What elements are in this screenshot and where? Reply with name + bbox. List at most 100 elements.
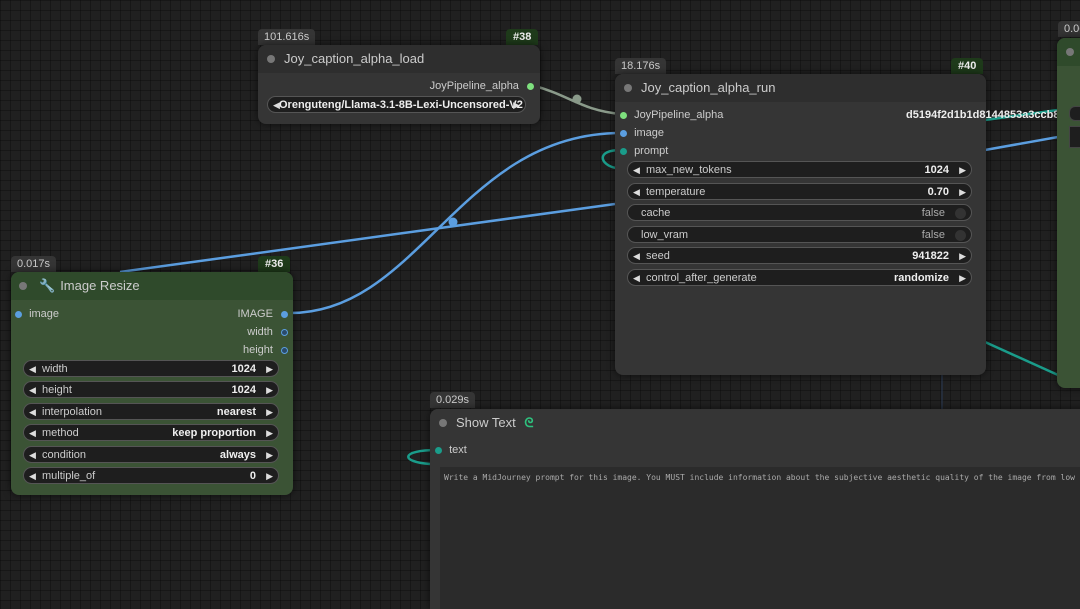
joy-caption-run-node[interactable]: Joy_caption_alpha_run JoyPipeline_alpha … [615, 74, 1080, 375]
output-slot-icon[interactable] [281, 310, 288, 318]
arrow-right-icon[interactable]: ▶ [513, 100, 520, 110]
widget-value: 1024 [231, 363, 256, 375]
arrow-right-icon[interactable]: ▶ [959, 187, 966, 197]
arrow-right-icon[interactable]: ▶ [266, 364, 273, 374]
node-title: Show Text [456, 415, 516, 430]
wrench-icon: 🔧 [39, 278, 56, 293]
node-title-bar[interactable]: Joy_caption_alpha_load [258, 45, 540, 73]
toggle-knob-icon[interactable] [955, 230, 966, 241]
node-title-bar[interactable]: 🔧 Image Resize [11, 272, 293, 300]
collapse-dot-icon[interactable] [1066, 48, 1074, 56]
input-label: image [29, 308, 60, 320]
model-select[interactable]: ◀ Orenguteng/Llama-3.1-8B-Lexi-Uncensore… [267, 96, 526, 113]
node-title-bar[interactable]: Show Text ᘓ [430, 409, 1080, 437]
multiple-of-widget[interactable]: ◀ multiple_of 0 ▶ [23, 467, 279, 484]
temperature-widget[interactable]: ◀ temperature 0.70 ▶ [627, 183, 972, 200]
arrow-right-icon[interactable]: ▶ [266, 428, 273, 438]
input-slot-icon[interactable] [620, 111, 627, 119]
output-label: height [242, 344, 273, 356]
collapse-dot-icon[interactable] [624, 84, 632, 92]
input-slot-icon[interactable] [620, 147, 627, 155]
arrow-left-icon[interactable]: ◀ [633, 273, 640, 283]
arrow-right-icon[interactable]: ▶ [959, 251, 966, 261]
seed-widget[interactable]: ◀ seed 941822 ▶ [627, 247, 972, 264]
max-new-tokens-widget[interactable]: ◀ max_new_tokens 1024 ▶ [627, 161, 972, 178]
arrow-right-icon[interactable]: ▶ [959, 273, 966, 283]
output-slot-icon[interactable] [281, 328, 288, 336]
collapse-dot-icon[interactable] [439, 419, 447, 427]
arrow-left-icon[interactable]: ◀ [29, 407, 36, 417]
widget-value: keep proportion [172, 427, 256, 439]
node-timing: 0.029s [430, 392, 476, 408]
arrow-right-icon[interactable]: ▶ [266, 450, 273, 460]
arrow-left-icon[interactable]: ◀ [633, 187, 640, 197]
arrow-left-icon[interactable]: ◀ [29, 364, 36, 374]
arrow-left-icon[interactable]: ◀ [633, 251, 640, 261]
partial-offscreen-node[interactable] [1057, 38, 1080, 388]
collapse-dot-icon[interactable] [19, 282, 27, 290]
condition-widget[interactable]: ◀ condition always ▶ [23, 446, 279, 463]
output-height[interactable]: height [243, 342, 288, 358]
input-slot-icon[interactable] [15, 310, 22, 318]
cache-toggle[interactable]: cache false [627, 204, 972, 221]
joy-caption-load-node[interactable]: Joy_caption_alpha_load JoyPipeline_alpha… [258, 45, 540, 124]
input-joypipeline[interactable]: JoyPipeline_alpha [620, 107, 723, 123]
widget-value: 1024 [924, 164, 949, 176]
input-prompt[interactable]: prompt [620, 143, 668, 159]
arrow-right-icon[interactable]: ▶ [266, 385, 273, 395]
widget-value: nearest [216, 406, 256, 418]
input-label: image [634, 127, 665, 139]
partial-textbox[interactable] [1069, 126, 1080, 148]
node-title: Joy_caption_alpha_load [284, 51, 425, 66]
show-text-node[interactable]: Show Text ᘓ text Write a MidJourney prom… [430, 409, 1080, 609]
widget-label: method [42, 427, 79, 439]
arrow-right-icon[interactable]: ▶ [266, 407, 273, 417]
width-widget[interactable]: ◀ width 1024 ▶ [23, 360, 279, 377]
arrow-left-icon[interactable]: ◀ [29, 450, 36, 460]
output-slot-icon[interactable] [527, 82, 534, 90]
node-id-badge: #40 [951, 58, 984, 74]
output-slot-icon[interactable] [281, 346, 288, 354]
widget-value: randomize [893, 272, 949, 284]
input-image[interactable]: image [620, 125, 664, 141]
input-label: JoyPipeline_alpha [634, 109, 724, 121]
widget-label: cache [641, 207, 671, 219]
node-title-bar[interactable]: Joy_caption_alpha_run [615, 74, 986, 102]
wire-teal-output [984, 340, 1059, 377]
arrow-left-icon[interactable]: ◀ [633, 165, 640, 175]
node-timing: 101.616s [258, 29, 316, 45]
output-image[interactable]: IMAGE [237, 306, 288, 322]
toggle-knob-icon[interactable] [955, 208, 966, 219]
widget-label: width [42, 363, 68, 375]
widget-value: false [921, 207, 945, 219]
input-text[interactable]: text [435, 442, 467, 458]
low-vram-toggle[interactable]: low_vram false [627, 226, 972, 243]
output-label: JoyPipeline_alpha [429, 80, 519, 92]
input-slot-icon[interactable] [620, 129, 627, 137]
input-slot-icon[interactable] [435, 446, 442, 454]
arrow-right-icon[interactable]: ▶ [959, 165, 966, 175]
node-title: Image Resize [60, 278, 140, 293]
control-after-generate-widget[interactable]: ◀ control_after_generate randomize ▶ [627, 269, 972, 286]
input-label: prompt [634, 145, 669, 157]
output-width[interactable]: width [247, 324, 288, 340]
widget-value: 0 [249, 470, 256, 482]
node-timing: 0.017s [11, 256, 57, 272]
arrow-right-icon[interactable]: ▶ [266, 471, 273, 481]
method-widget[interactable]: ◀ method keep proportion ▶ [23, 424, 279, 441]
input-image[interactable]: image [15, 306, 59, 322]
node-title-bar[interactable] [1057, 38, 1080, 66]
image-resize-node[interactable]: 🔧 Image Resize image IMAGE width height ◀… [11, 272, 293, 495]
interpolation-widget[interactable]: ◀ interpolation nearest ▶ [23, 403, 279, 420]
collapse-dot-icon[interactable] [267, 55, 275, 63]
height-widget[interactable]: ◀ height 1024 ▶ [23, 381, 279, 398]
output-textarea[interactable]: Write a MidJourney prompt for this image… [440, 467, 1080, 609]
partial-widget[interactable] [1069, 106, 1080, 121]
output-joypipeline[interactable]: JoyPipeline_alpha [430, 78, 534, 94]
widget-label: multiple_of [42, 470, 96, 482]
arrow-left-icon[interactable]: ◀ [29, 385, 36, 395]
arrow-left-icon[interactable]: ◀ [29, 471, 36, 481]
arrow-left-icon[interactable]: ◀ [29, 428, 36, 438]
wire-image-right [984, 135, 1059, 152]
arrow-left-icon[interactable]: ◀ [273, 100, 280, 110]
